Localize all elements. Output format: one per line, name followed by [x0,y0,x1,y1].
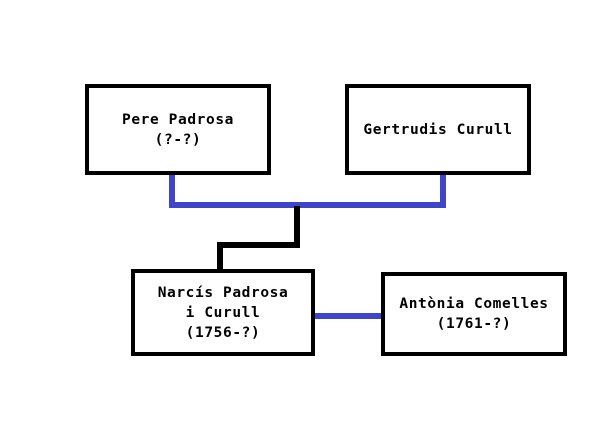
person-dates-pere-padrosa: (?-?) [154,131,202,148]
marriage-line-narcis-antonia [313,313,383,319]
descent-line-vertical-upper [294,206,300,248]
person-dates-antonia-comelles: (1761-?) [436,316,512,332]
marriage-line-pere-gertrudis [169,202,446,208]
person-name-antonia-comelles: Antònia Comelles [399,296,549,312]
descent-line-vertical-lower [217,242,223,271]
person-box-pere-padrosa[interactable]: Pere Padrosa (?-?) [85,84,271,175]
person-name-narcis-padrosa-line1: Narcís Padrosa [157,284,289,301]
person-name-narcis-padrosa-line2: i Curull [185,304,261,321]
descent-line-horizontal [217,242,300,248]
marriage-line-pere-stem [169,175,175,208]
person-name-pere-padrosa: Pere Padrosa [122,111,234,128]
person-name-gertrudis-curull: Gertrudis Curull [363,121,513,138]
person-box-narcis-padrosa[interactable]: Narcís Padrosa i Curull (1756-?) [131,269,315,356]
marriage-line-gertrudis-stem [440,175,446,208]
person-box-gertrudis-curull[interactable]: Gertrudis Curull [345,84,531,175]
person-dates-narcis-padrosa: (1756-?) [185,324,261,341]
person-box-antonia-comelles[interactable]: Antònia Comelles (1761-?) [381,272,567,356]
